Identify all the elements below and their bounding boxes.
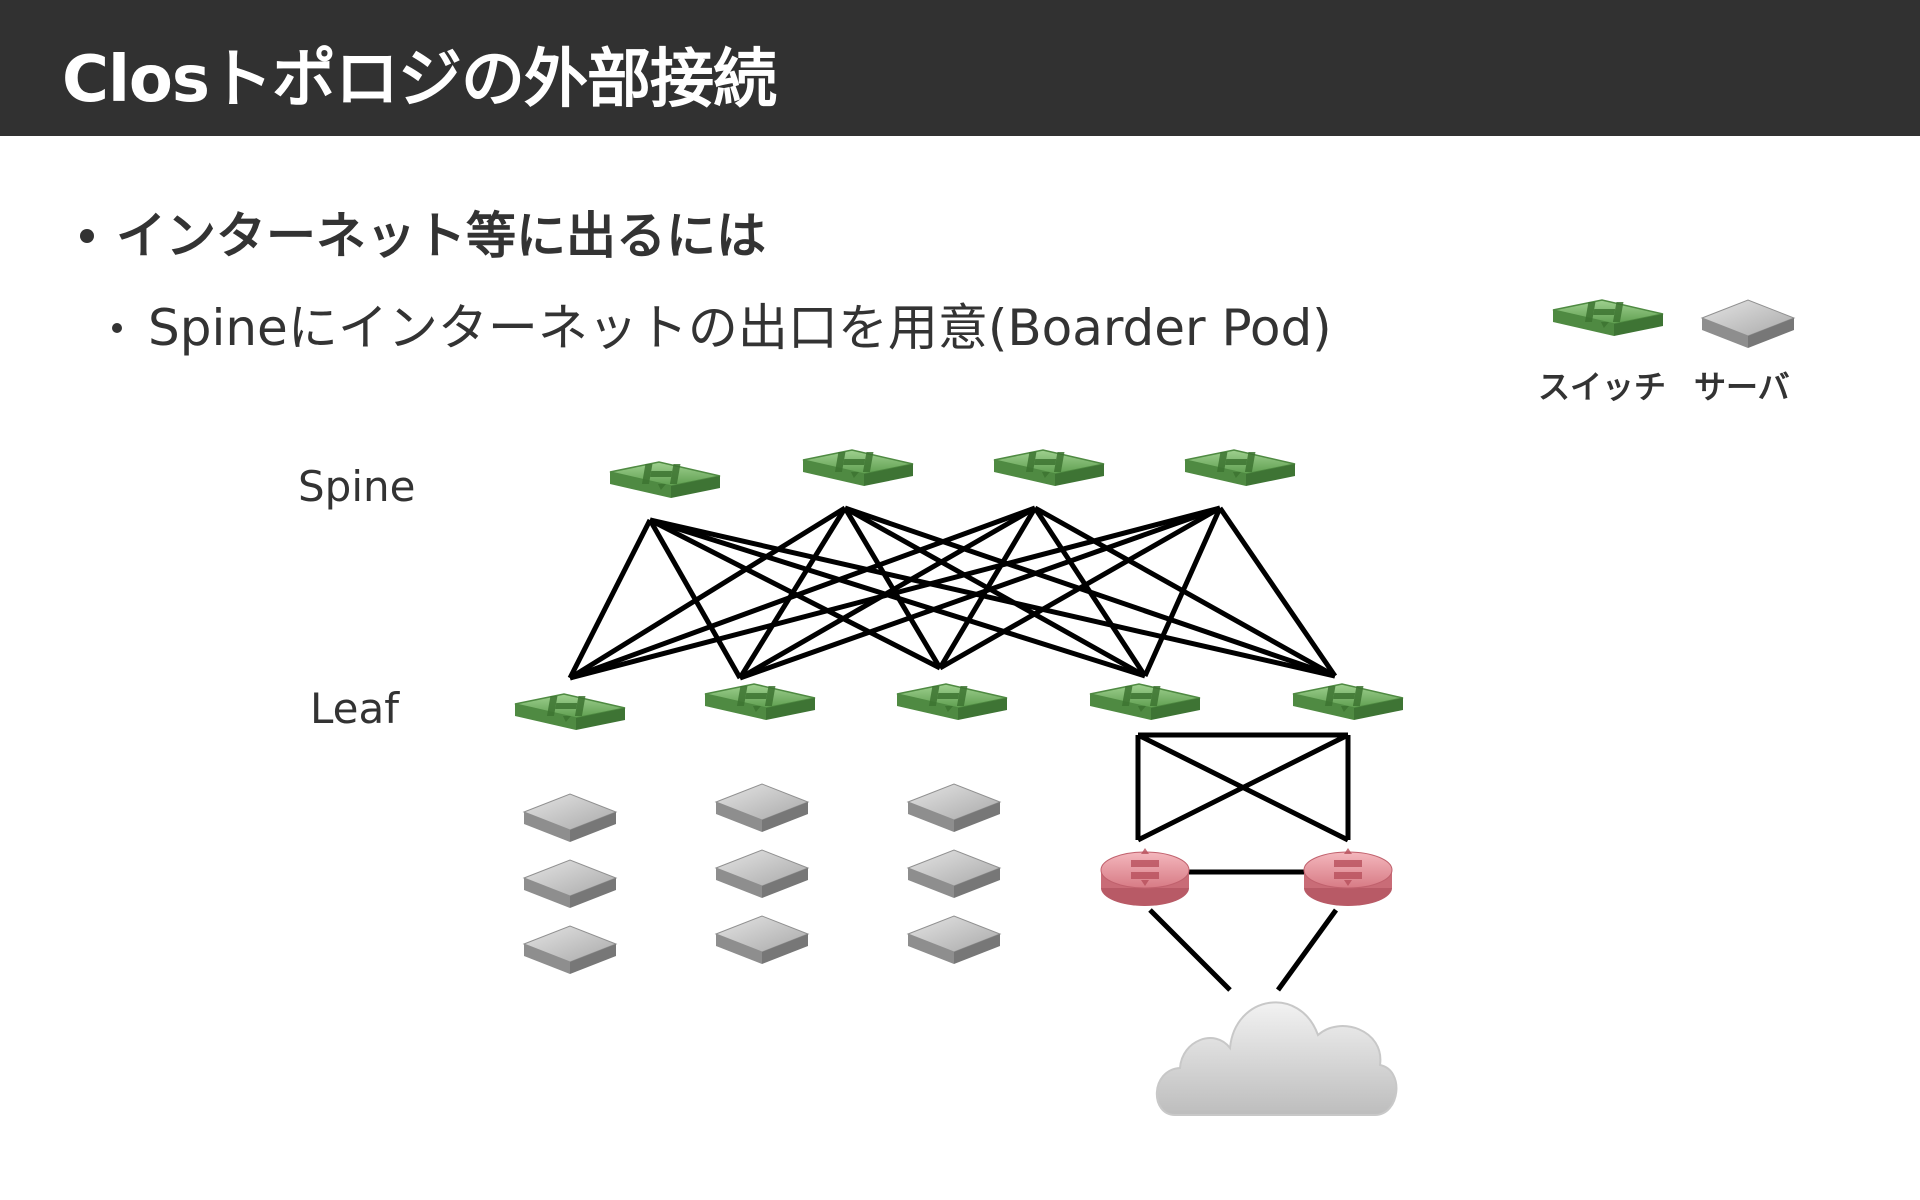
bullet-level-1-text: インターネット等に出るには bbox=[116, 207, 766, 265]
server-rack-1 bbox=[523, 793, 617, 975]
legend-server-label: サーバ bbox=[1694, 368, 1790, 406]
spine-switch-4 bbox=[1184, 449, 1296, 487]
border-links bbox=[1135, 732, 1351, 992]
spine-switch-1 bbox=[609, 461, 721, 499]
server-icon bbox=[523, 793, 617, 843]
legend-switch-label: スイッチ bbox=[1538, 368, 1667, 406]
leaf-switch-border-2 bbox=[1292, 683, 1404, 721]
bullet-level-1: インターネット等に出るには bbox=[80, 196, 766, 268]
title-bar: Closトポロジの外部接続 bbox=[0, 0, 1920, 136]
border-router-2-icon bbox=[1303, 847, 1393, 907]
leaf-tier-label: Leaf bbox=[310, 684, 400, 733]
page-title: Closトポロジの外部接続 bbox=[62, 43, 777, 117]
leaf-switch-3 bbox=[896, 683, 1008, 721]
spine-switch-3 bbox=[993, 449, 1105, 487]
internet-cloud-icon bbox=[1155, 1001, 1398, 1116]
bullet-dot bbox=[80, 228, 94, 243]
leaf-switch-2 bbox=[704, 683, 816, 721]
leaf-switch-border-1 bbox=[1089, 683, 1201, 721]
legend-switch-icon bbox=[1552, 299, 1664, 337]
spine-tier-label: Spine bbox=[298, 462, 416, 511]
server-icon bbox=[715, 849, 809, 899]
server-icon bbox=[523, 925, 617, 975]
spine-leaf-links bbox=[567, 505, 1338, 681]
border-router-1-icon bbox=[1100, 847, 1190, 907]
server-icon bbox=[907, 783, 1001, 833]
leaf-switch-1 bbox=[514, 693, 626, 731]
server-rack-3 bbox=[907, 783, 1001, 965]
server-icon bbox=[907, 849, 1001, 899]
legend-server-icon bbox=[1701, 299, 1795, 349]
server-icon bbox=[715, 783, 809, 833]
spine-switch-2 bbox=[802, 449, 914, 487]
server-icon bbox=[523, 859, 617, 909]
bullet-level-2: Spineにインターネットの出口を用意(Boarder Pod) bbox=[112, 288, 1332, 360]
server-icon bbox=[907, 915, 1001, 965]
server-icon bbox=[715, 915, 809, 965]
bullet-dot bbox=[112, 322, 122, 333]
bullet-level-2-text: Spineにインターネットの出口を用意(Boarder Pod) bbox=[148, 299, 1332, 357]
server-rack-2 bbox=[715, 783, 809, 965]
